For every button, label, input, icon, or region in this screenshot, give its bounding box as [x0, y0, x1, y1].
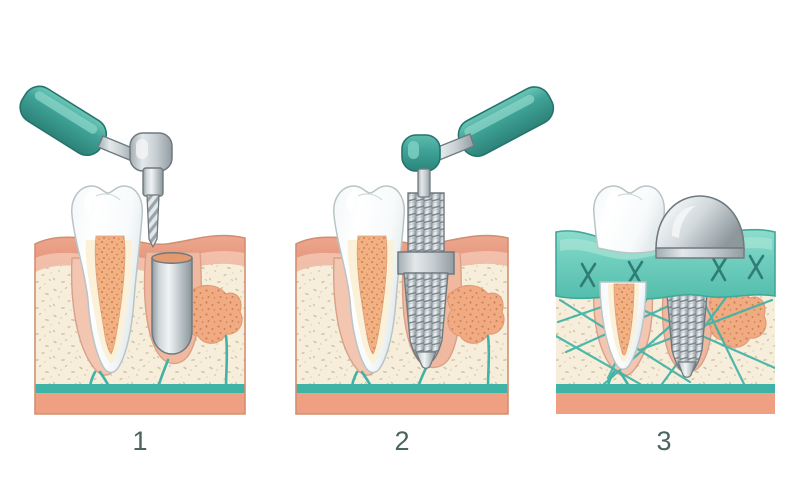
implant-upper-thread: [407, 192, 445, 256]
drill-chuck: [142, 167, 164, 197]
handpiece-body[interactable]: [14, 80, 112, 161]
panel-2-implant: [397, 192, 455, 369]
enamel-highlight: [84, 190, 96, 214]
occlusal-groove: [95, 193, 121, 201]
head-gloss: [408, 141, 419, 159]
implant-collar: [397, 251, 455, 275]
twist-drill-bit: [146, 194, 160, 248]
nerve-branches: [88, 334, 229, 390]
panel-3-natural-tooth-crown: [593, 185, 666, 254]
drill-guide-sleeve: [151, 257, 193, 355]
handpiece-body[interactable]: [453, 81, 559, 161]
panel-3-healing-cap: [655, 195, 745, 259]
panel-1-natural-tooth: [71, 185, 144, 374]
panel-3: 3: [555, 185, 776, 456]
panel-3-step-number: 3: [656, 426, 671, 456]
tooth-pulp: [356, 235, 388, 355]
marrow-blob: [446, 284, 505, 344]
panel-1: 1: [14, 80, 246, 456]
handpiece-gloss: [464, 94, 535, 137]
head-gloss: [136, 139, 148, 159]
nerve-branches: [606, 370, 632, 390]
healing-cap-dome: [655, 195, 745, 251]
basal-tissue-band: [35, 392, 245, 414]
panel-2-implant-driver[interactable]: [401, 81, 559, 198]
panel-3-tooth-root: [599, 281, 647, 370]
healing-cap-base: [655, 247, 745, 259]
implant-apex: [677, 361, 697, 378]
basal-tissue-band: [556, 392, 775, 414]
implant-apex: [415, 351, 437, 369]
nerve-band: [296, 383, 508, 393]
panel-2: 2: [295, 81, 559, 456]
nerve-band: [556, 383, 775, 393]
basal-tissue-band: [296, 392, 508, 414]
enamel-highlight: [606, 190, 618, 214]
suture-4: [747, 254, 765, 280]
suture-stitches: [579, 254, 765, 288]
enamel-highlight: [346, 190, 358, 214]
panel-1-socket-sleeve: [151, 252, 193, 355]
suture-3: [710, 256, 728, 282]
tooth-pulp: [94, 235, 126, 355]
handpiece-gloss: [34, 91, 98, 134]
tooth-crown: [593, 185, 666, 254]
occlusal-groove: [357, 193, 383, 201]
panel-1-step-number: 1: [132, 426, 147, 456]
occlusal-groove: [617, 193, 643, 201]
sleeve-opening: [151, 252, 193, 264]
driver-shaft: [417, 168, 431, 198]
panel-2-natural-tooth: [333, 185, 406, 374]
cap-gloss: [672, 206, 696, 238]
suture-1: [579, 262, 597, 288]
panel-1-drill-handpiece[interactable]: [14, 80, 173, 248]
handpiece-head: [401, 134, 441, 172]
nerve-band: [35, 383, 245, 393]
panel-2-step-number: 2: [394, 426, 409, 456]
suture-2: [626, 260, 644, 286]
root-pulp: [613, 283, 635, 356]
